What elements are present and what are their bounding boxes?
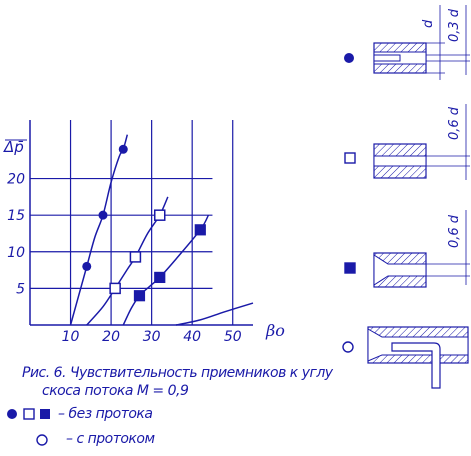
- x-tick-label-4: 50: [224, 329, 242, 345]
- probe-1-dim-03d: 0,3 d: [447, 8, 462, 42]
- probe-3: 0,6 d: [344, 210, 470, 288]
- y-tick-label-0: 5: [16, 281, 25, 297]
- series-curve-3: [175, 302, 254, 326]
- y-tick-label-3: 20: [7, 172, 25, 188]
- chart-ticks: 10 20 30 40 50 5 10 15 20: [7, 172, 242, 345]
- probe-2-marker: [344, 152, 356, 164]
- data-point-s0-1: [98, 210, 108, 220]
- probe-4-tube: [391, 342, 441, 389]
- chart-markers: [82, 144, 206, 302]
- series-curve-0: [69, 134, 129, 326]
- y-tick-label-2: 15: [7, 208, 25, 224]
- x-axis-label: βo: [265, 321, 285, 340]
- chart-plot: 10 20 30 40 50 5 10 15 20 Δp̄ βo: [3, 120, 285, 345]
- legend-filled-square-icon: [40, 409, 50, 419]
- legend-with-flow: – с протоком: [66, 431, 155, 447]
- legend-markers: [7, 408, 50, 446]
- y-tick-label-1: 10: [7, 245, 25, 261]
- probe-1-orifice: [373, 54, 401, 62]
- chart-axes: [29, 120, 253, 326]
- probe-2: 0,6 d: [344, 104, 470, 180]
- probe-1: d 0,3 d: [344, 5, 470, 80]
- legend-open-square-icon: [23, 408, 35, 420]
- probe-2-bore: [373, 155, 427, 167]
- chart-curves: [69, 134, 254, 326]
- y-axis-label: Δp̄: [3, 138, 24, 156]
- x-tick-label-1: 20: [102, 329, 120, 345]
- chart-grid: [30, 120, 234, 325]
- probe-1-dim-d: d: [421, 19, 436, 28]
- caption-line-1: Рис. 6. Чувствительность приемников к уг…: [22, 365, 333, 381]
- data-point-s2-0: [133, 290, 146, 302]
- probe-4-marker: [342, 341, 354, 353]
- data-point-s1-1: [129, 251, 142, 263]
- probe-4: [342, 326, 469, 389]
- x-tick-label-3: 40: [183, 329, 201, 345]
- x-tick-label-2: 30: [143, 329, 161, 345]
- data-point-s0-2: [118, 144, 128, 154]
- legend-no-flow: – без протока: [58, 406, 153, 422]
- figure-caption: Рис. 6. Чувствительность приемников к уг…: [22, 364, 352, 400]
- data-point-s1-0: [109, 282, 121, 295]
- legend-filled-circle-icon: [7, 409, 17, 419]
- x-tick-label-0: 10: [62, 329, 80, 345]
- caption-line-2: скоса потока М = 0,9: [42, 383, 189, 399]
- probe-3-marker: [344, 262, 356, 274]
- probe-3-dim-06d: 0,6 d: [447, 214, 462, 248]
- probe-2-dim-06d: 0,6 d: [447, 106, 462, 140]
- data-point-s2-1: [154, 271, 166, 284]
- data-point-s2-2: [194, 224, 206, 236]
- data-point-s1-2: [153, 209, 166, 221]
- probe-1-marker: [344, 53, 354, 63]
- legend-open-circle-icon: [36, 434, 48, 446]
- data-point-s0-0: [82, 261, 92, 271]
